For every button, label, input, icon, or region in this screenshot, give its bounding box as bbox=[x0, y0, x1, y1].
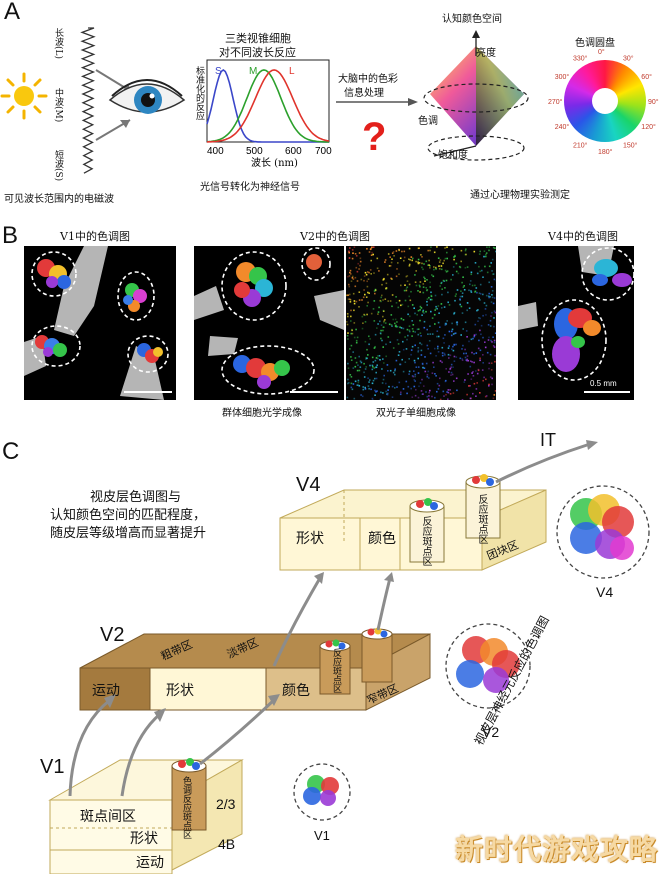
layer-4b-label: 4B bbox=[218, 836, 236, 852]
question-mark: ? bbox=[362, 115, 386, 158]
tick-600: 600 bbox=[285, 146, 302, 157]
l-cone-curve bbox=[206, 69, 330, 143]
s-cone-curve bbox=[206, 69, 329, 143]
v1-map-title: V1中的色调图 bbox=[60, 230, 130, 243]
v1-blobs-label: 斑点间区 bbox=[80, 809, 136, 825]
v1-area-label: V1 bbox=[40, 756, 65, 778]
v4-column-2-label: 反应斑点区 bbox=[476, 494, 487, 544]
color-space-title: 认知颜色空间 bbox=[442, 14, 502, 25]
axis-brightness-label: 亮度 bbox=[476, 48, 496, 59]
wheel-degree-label: 0° bbox=[598, 48, 605, 56]
wheel-degree-label: 30° bbox=[623, 55, 634, 63]
tick-400: 400 bbox=[207, 146, 224, 157]
s-curve-label: S bbox=[215, 66, 222, 77]
em-caption: 可见波长范围内的电磁波 bbox=[4, 194, 114, 205]
wave-short-label: 短波(S) bbox=[53, 150, 63, 182]
cones-ylabel: 标准化的反应 bbox=[194, 66, 204, 120]
v2-circle-label: V2 bbox=[482, 724, 500, 740]
v4-map-title: V4中的色调图 bbox=[548, 230, 618, 243]
v2-hue-map bbox=[194, 246, 344, 400]
hue-wheel bbox=[564, 60, 646, 142]
two-photon-caption: 双光子单细胞成像 bbox=[376, 408, 456, 419]
it-label: IT bbox=[540, 430, 556, 450]
intro-line-2: 认知颜色空间的匹配程度， bbox=[50, 508, 207, 523]
wheel-degree-label: 60° bbox=[641, 73, 652, 81]
v2-color-label: 颜色 bbox=[282, 683, 310, 699]
cones-title-1: 三类视锥细胞 bbox=[225, 32, 291, 45]
tick-700: 700 bbox=[315, 146, 332, 157]
v4-area-label: V4 bbox=[296, 474, 321, 496]
wheel-degree-label: 150° bbox=[623, 141, 638, 149]
layer-23-label: 2/3 bbox=[216, 796, 236, 812]
two-photon-map bbox=[346, 246, 496, 400]
eye-icon bbox=[108, 79, 186, 114]
brain-arrow: ? bbox=[336, 98, 418, 158]
v1-shape-label: 形状 bbox=[130, 831, 158, 847]
wheel-degree-label: 120° bbox=[641, 123, 656, 131]
v2-area-label: V2 bbox=[100, 624, 125, 646]
tick-500: 500 bbox=[246, 146, 263, 157]
panel-c-letter: C bbox=[2, 438, 20, 465]
v1-circle-label: V1 bbox=[314, 828, 330, 843]
wheel-degree-label: 330° bbox=[573, 55, 588, 63]
wheel-degree-label: 300° bbox=[555, 73, 570, 81]
intro-line-3: 随皮层等级增高而显著提升 bbox=[50, 526, 207, 541]
m-curve-label: M bbox=[249, 66, 257, 77]
v2-shape-label: 形状 bbox=[166, 683, 194, 699]
v4-color-label: 颜色 bbox=[368, 531, 396, 547]
hue-wheel-title: 色调圆盘 bbox=[575, 38, 615, 49]
hierarchy-diagram bbox=[48, 440, 650, 874]
panel-a-letter: A bbox=[4, 0, 21, 25]
v2-motion-label: 运动 bbox=[92, 683, 120, 699]
wheel-degree-label: 240° bbox=[555, 123, 570, 131]
v4-circle-label: V4 bbox=[596, 584, 614, 600]
v4-hue-map: 0.5 mm bbox=[518, 246, 634, 400]
signal-caption: 光信号转化为神经信号 bbox=[200, 182, 300, 193]
axis-saturation-label: 饱和度 bbox=[438, 150, 468, 161]
watermark-text: 新时代游戏攻略 bbox=[454, 833, 658, 866]
l-curve-label: L bbox=[289, 66, 295, 77]
v2-map-title: V2中的色调图 bbox=[300, 230, 370, 243]
wave-mid-label: 中波(M) bbox=[53, 88, 63, 123]
v1-hue-map bbox=[24, 246, 176, 400]
wheel-degree-label: 210° bbox=[573, 141, 588, 149]
v4-shape-label: 形状 bbox=[296, 531, 324, 547]
v2-column-label: 反应斑点区 bbox=[331, 648, 341, 693]
wheel-degree-label: 270° bbox=[548, 98, 563, 106]
scale-bar-label: 0.5 mm bbox=[590, 379, 617, 388]
cones-xlabel: 波长 (nm) bbox=[251, 156, 298, 168]
wave-long-label: 长波(L) bbox=[53, 28, 63, 59]
v1-column-label: 色调反应斑点区 bbox=[181, 776, 191, 839]
wheel-degree-label: 180° bbox=[598, 148, 613, 156]
v1-motion-label: 运动 bbox=[136, 855, 164, 871]
cone-chart: S M L 400 500 600 700 波长 (nm) bbox=[206, 59, 332, 168]
color-space-diamond bbox=[423, 30, 529, 161]
m-cone-curve bbox=[206, 69, 329, 143]
v4-column-1-label: 反应斑点区 bbox=[420, 516, 431, 566]
population-imaging-caption: 群体细胞光学成像 bbox=[222, 408, 302, 419]
hue-wheel-degree-labels: 0° 30° 60° 90° 120° 150° 180° 210° 240° 270° 300° 3… bbox=[548, 48, 659, 156]
panel-b-letter: B bbox=[2, 222, 19, 249]
brain-label-1: 大脑中的色彩 bbox=[338, 74, 398, 85]
cones-title-2: 对不同波长反应 bbox=[219, 46, 296, 59]
wheel-degree-label: 90° bbox=[648, 98, 659, 106]
brain-label-2: 信息处理 bbox=[344, 88, 384, 99]
axis-hue-label: 色调 bbox=[418, 116, 438, 127]
intro-line-1: 视皮层色调图与 bbox=[90, 490, 182, 505]
psychophysics-caption: 通过心理物理实验测定 bbox=[470, 190, 570, 201]
sun-icon bbox=[0, 72, 48, 120]
